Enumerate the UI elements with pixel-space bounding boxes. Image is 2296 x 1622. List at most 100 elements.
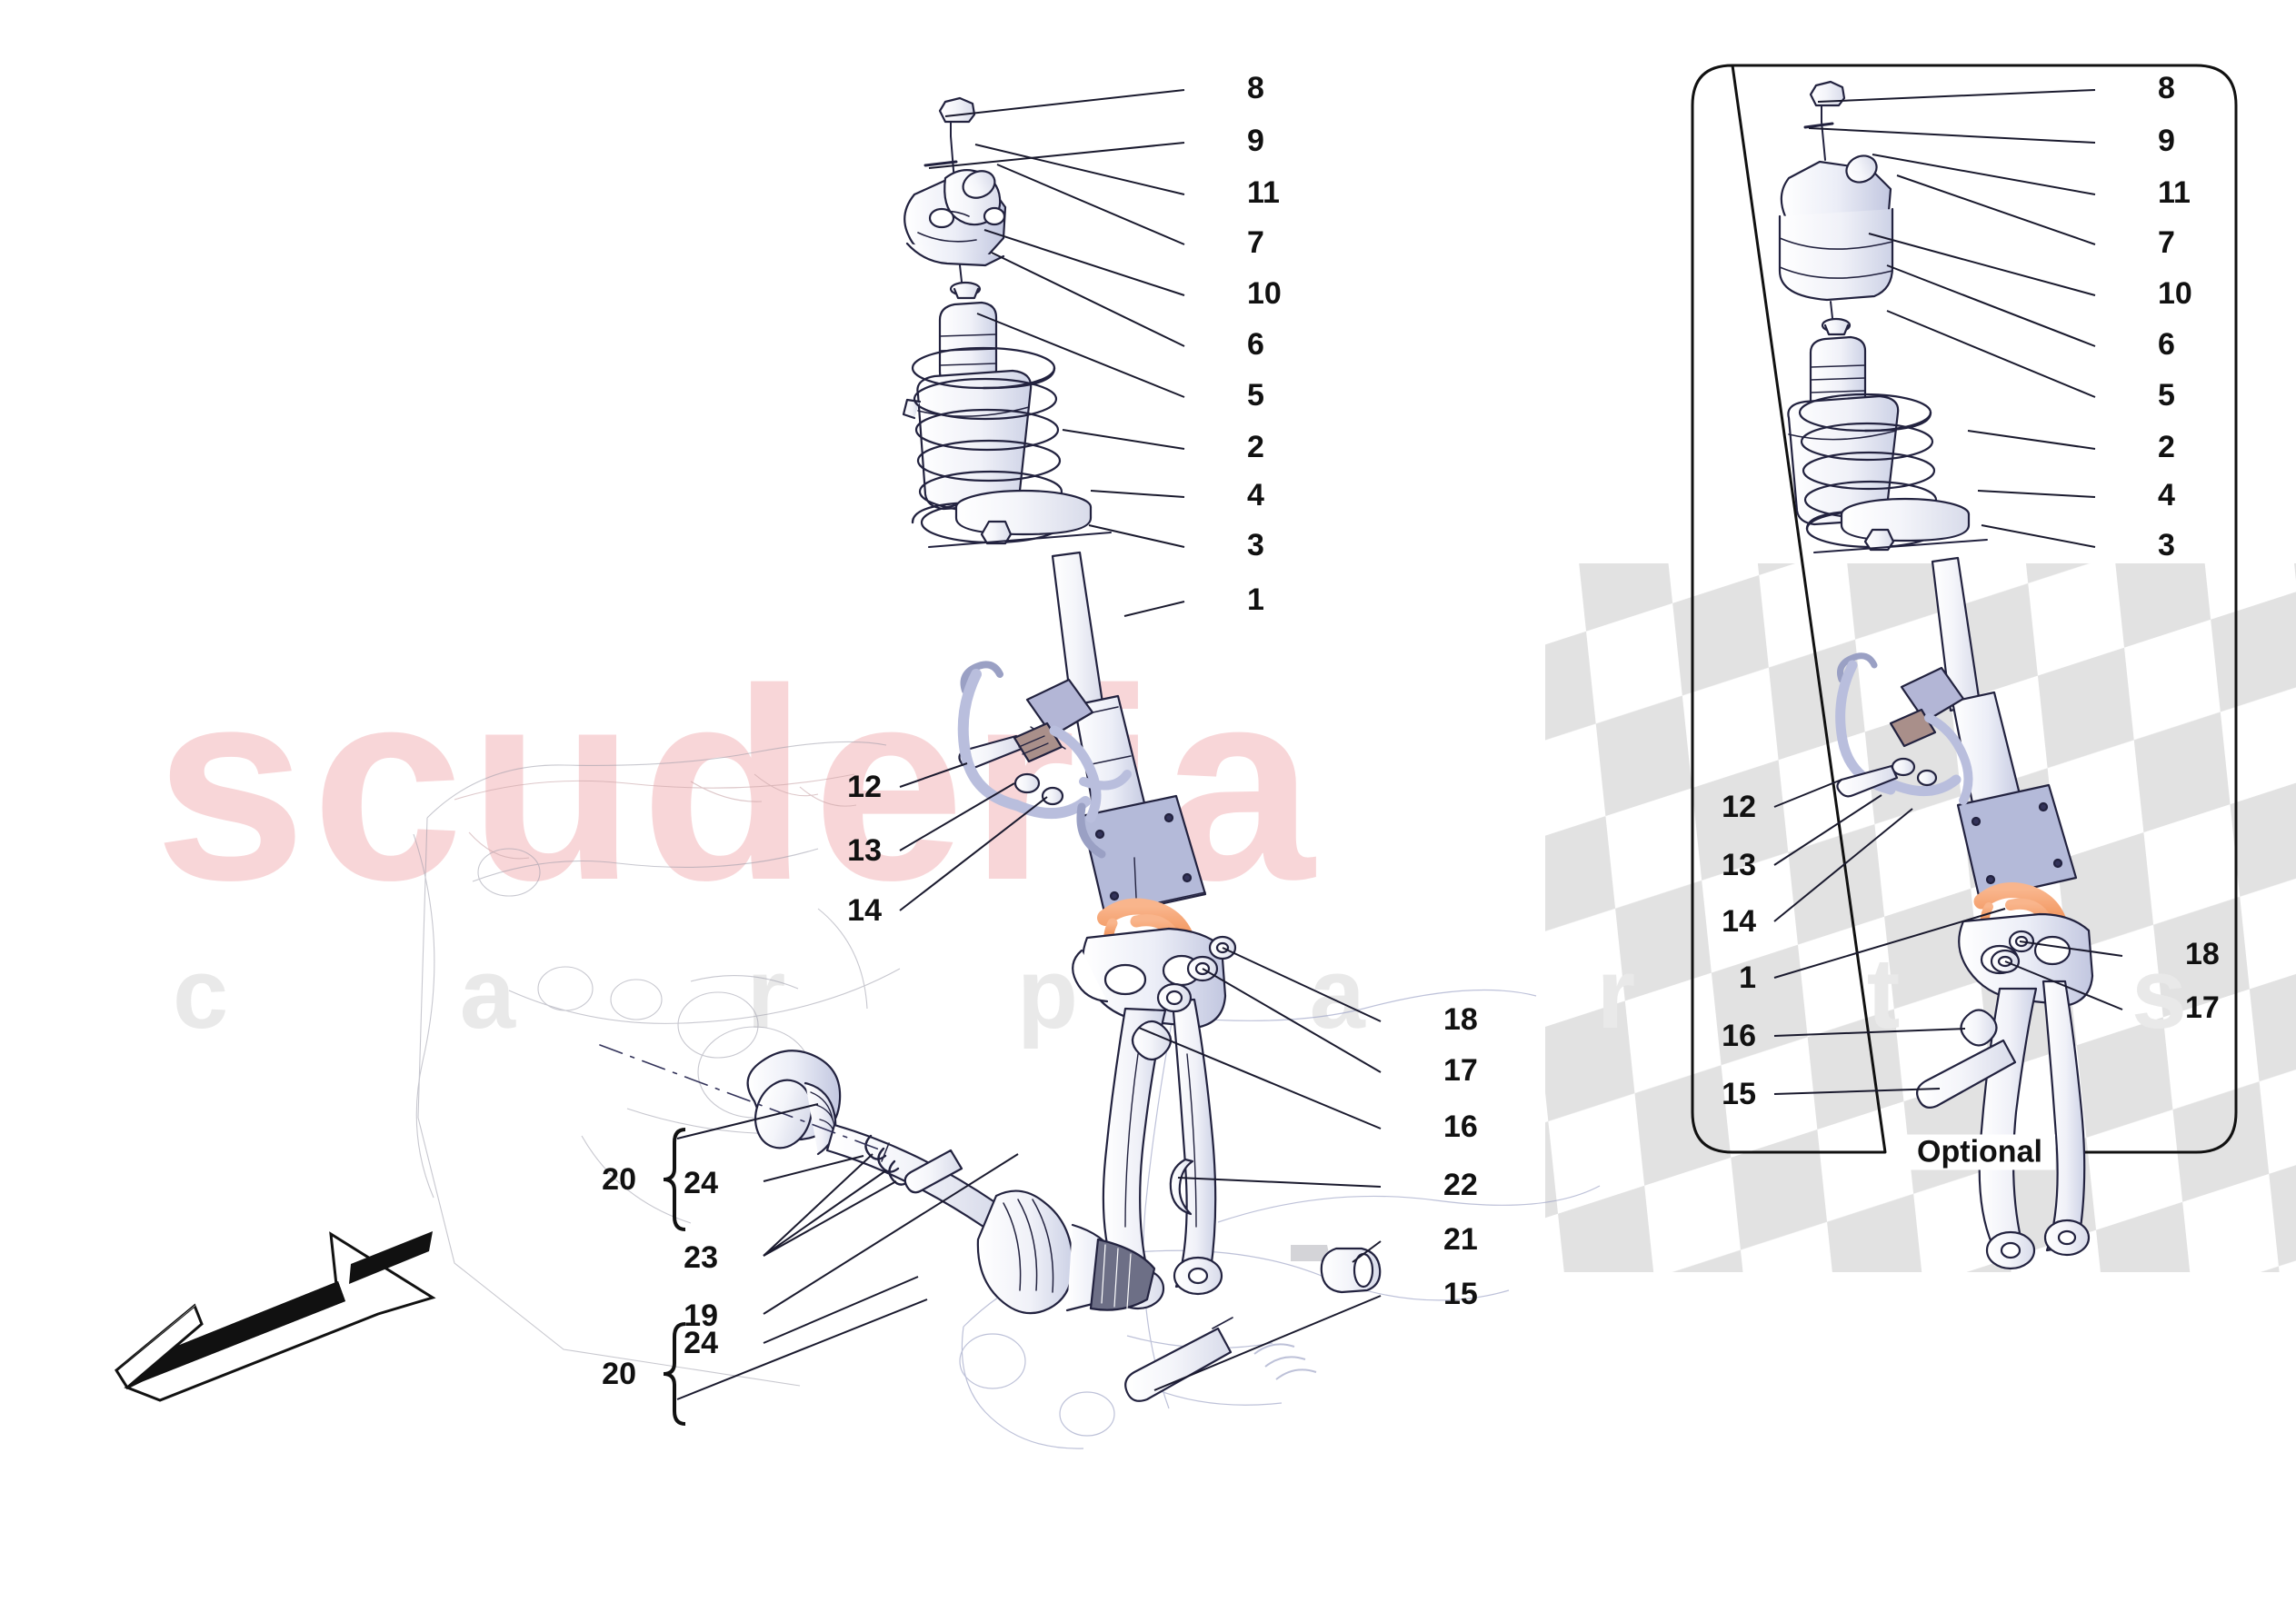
leader-line — [2019, 940, 2123, 957]
callout-optional-12: 12 — [1722, 790, 1756, 824]
leader-line — [1886, 310, 2096, 398]
callout-main-12: 12 — [847, 770, 882, 804]
callout-optional-17: 17 — [2185, 990, 2220, 1025]
callout-main-10: 10 — [1247, 276, 1282, 311]
optional-damper — [1931, 556, 2094, 1270]
leader-line — [1123, 601, 1185, 617]
callout-main-24: 24 — [684, 1326, 718, 1360]
callout-optional-5: 5 — [2158, 378, 2175, 413]
callout-main-13: 13 — [847, 833, 882, 868]
group-brace — [663, 1322, 686, 1426]
leader-line — [763, 1153, 1019, 1315]
leader-line — [2004, 960, 2123, 1010]
leader-line — [1967, 430, 2096, 450]
callout-optional-15: 15 — [1722, 1077, 1756, 1111]
callout-main-21: 21 — [1443, 1222, 1478, 1257]
callout-optional-9: 9 — [2158, 124, 2175, 158]
callout-main-16: 16 — [1443, 1110, 1478, 1144]
callout-optional-14: 14 — [1722, 904, 1756, 939]
group-brace — [663, 1128, 686, 1231]
callout-optional-10: 10 — [2158, 276, 2192, 311]
leader-line — [763, 1169, 887, 1257]
callout-main-7: 7 — [1247, 225, 1264, 260]
leader-line — [1138, 1027, 1382, 1129]
leader-line — [976, 313, 1185, 398]
callout-optional-18: 18 — [2185, 937, 2220, 971]
leader-line — [944, 89, 1185, 117]
driveshaft-assembly — [746, 1050, 1156, 1315]
leader-line — [1202, 968, 1382, 1073]
callout-main-19: 19 — [684, 1299, 718, 1333]
leader-line — [676, 1103, 819, 1139]
leader-line — [1153, 1295, 1382, 1391]
part-11-upper-mount — [903, 168, 1007, 283]
optional-panel-border — [1691, 64, 2238, 1154]
callout-main-22: 22 — [1443, 1168, 1478, 1202]
part-22-circlip — [1169, 1158, 1194, 1216]
leader-line — [1896, 174, 2096, 245]
leader-line — [1773, 1088, 1941, 1095]
part-6-bumpstop — [938, 301, 998, 388]
callout-optional-1: 1 — [1739, 960, 1756, 995]
leader-line — [1177, 1177, 1382, 1188]
optional-panel-label: Optional — [1904, 1134, 2055, 1170]
leader-line — [1773, 779, 1842, 808]
callout-main-6: 6 — [1247, 327, 1264, 362]
callout-group-20: 20 — [602, 1162, 636, 1197]
leader-line — [1872, 154, 2096, 195]
leader-line — [763, 1155, 864, 1182]
callout-optional-6: 6 — [2158, 327, 2175, 362]
leader-line — [1808, 127, 2096, 144]
leader-line — [763, 1153, 873, 1257]
part-10-washer — [949, 281, 982, 300]
leader-line — [676, 1299, 928, 1400]
callout-optional-2: 2 — [2158, 430, 2175, 464]
callout-optional-16: 16 — [1722, 1019, 1756, 1053]
leader-line — [983, 229, 1185, 296]
leader-line — [1868, 233, 2096, 296]
leader-line — [1977, 490, 2096, 498]
callout-main-14: 14 — [847, 893, 882, 928]
callout-main-3: 3 — [1247, 528, 1264, 562]
leader-line — [1981, 524, 2096, 548]
optional-wiring-harness — [1835, 652, 1973, 805]
leader-line — [1222, 947, 1382, 1022]
leader-line — [1773, 794, 1882, 866]
leader-line — [1886, 264, 2096, 347]
callout-optional-4: 4 — [2158, 478, 2175, 512]
callout-main-9: 9 — [1247, 124, 1264, 158]
callout-group-20: 20 — [602, 1357, 636, 1391]
callout-optional-7: 7 — [2158, 225, 2175, 260]
leader-line — [763, 1276, 919, 1344]
optional-upper-mount — [1778, 154, 1894, 319]
leader-line — [991, 252, 1185, 347]
callout-main-24: 24 — [684, 1166, 718, 1200]
leader-line — [1088, 524, 1185, 548]
callout-main-23: 23 — [684, 1240, 718, 1275]
part-15-bolt — [1124, 1317, 1233, 1402]
leader-line — [899, 762, 968, 788]
leader-line — [1817, 89, 2096, 103]
callout-main-4: 4 — [1247, 478, 1264, 512]
callout-main-2: 2 — [1247, 430, 1264, 464]
callout-main-17: 17 — [1443, 1053, 1478, 1088]
callout-optional-11: 11 — [2158, 175, 2191, 210]
callout-main-18: 18 — [1443, 1002, 1478, 1037]
leader-line — [1773, 1028, 1966, 1037]
callout-optional-8: 8 — [2158, 71, 2175, 105]
callout-main-1: 1 — [1247, 582, 1264, 617]
callout-optional-13: 13 — [1722, 848, 1756, 882]
leader-line — [974, 144, 1185, 195]
leader-line — [1352, 1240, 1382, 1263]
leader-line — [928, 142, 1185, 169]
leader-line — [1062, 429, 1185, 450]
part-3-stop-ring — [928, 520, 1112, 548]
leader-line — [996, 164, 1185, 245]
callout-main-5: 5 — [1247, 378, 1264, 413]
part-1-damper — [1051, 551, 1227, 1310]
callout-optional-3: 3 — [2158, 528, 2175, 562]
